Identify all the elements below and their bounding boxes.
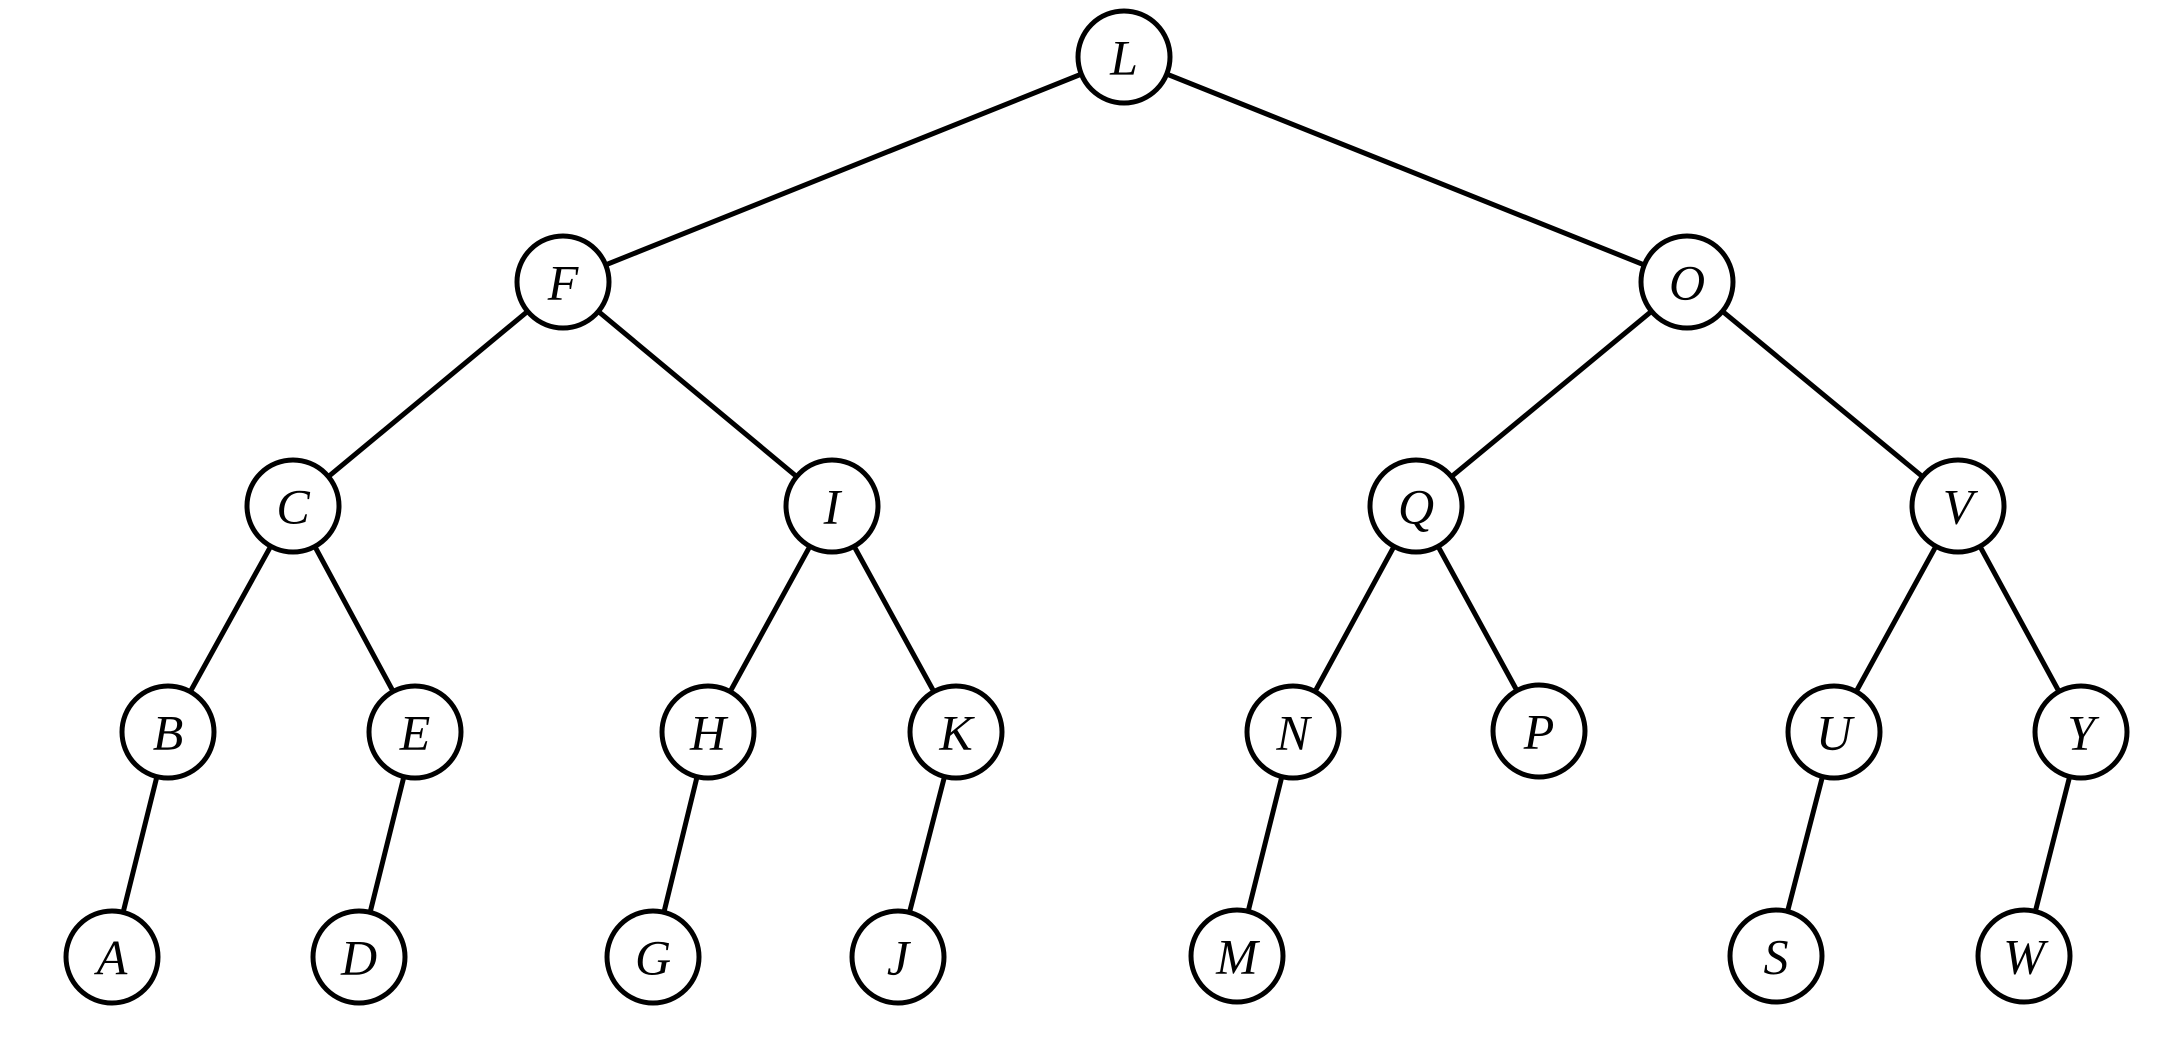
- tree-node-label-O: O: [1669, 255, 1705, 311]
- tree-node-I: I: [783, 457, 881, 555]
- tree-node-circle-K: [907, 683, 1005, 781]
- tree-node-L: L: [1075, 8, 1173, 106]
- tree-edge-O-V: [1684, 279, 1961, 509]
- tree-node-label-J: J: [887, 930, 912, 986]
- tree-node-label-W: W: [2003, 929, 2049, 985]
- tree-node-label-S: S: [1764, 929, 1789, 985]
- tree-node-W: W: [1975, 907, 2073, 1005]
- tree-node-circle-C: [244, 457, 342, 555]
- tree-node-S: S: [1727, 907, 1825, 1005]
- tree-node-label-A: A: [94, 930, 128, 986]
- tree-node-circle-O: [1638, 233, 1736, 331]
- tree-node-circle-V: [1909, 457, 2007, 555]
- tree-node-label-I: I: [823, 479, 843, 535]
- tree-node-U: U: [1785, 683, 1883, 781]
- tree-node-B: B: [119, 683, 217, 781]
- tree-node-N: N: [1244, 683, 1342, 781]
- tree-node-circle-Q: [1367, 457, 1465, 555]
- tree-node-label-G: G: [635, 930, 671, 986]
- tree-node-J: J: [849, 908, 947, 1006]
- tree-node-F: F: [514, 233, 612, 331]
- tree-edge-F-I: [560, 279, 835, 509]
- tree-node-label-M: M: [1215, 929, 1260, 985]
- tree-node-circle-N: [1244, 683, 1342, 781]
- tree-node-P: P: [1490, 682, 1588, 780]
- tree-node-label-B: B: [153, 705, 184, 761]
- tree-node-label-Q: Q: [1398, 479, 1434, 535]
- tree-node-circle-D: [310, 908, 408, 1006]
- tree-node-circle-E: [366, 683, 464, 781]
- tree-node-circle-B: [119, 683, 217, 781]
- tree-node-label-P: P: [1523, 704, 1555, 760]
- tree-node-label-N: N: [1275, 705, 1312, 761]
- tree-node-Q: Q: [1367, 457, 1465, 555]
- tree-node-label-C: C: [276, 479, 310, 535]
- tree-edge-L-O: [1121, 54, 1690, 285]
- tree-node-H: H: [659, 683, 757, 781]
- tree-edge-L-F: [560, 54, 1127, 285]
- tree-node-circle-Y: [2032, 683, 2130, 781]
- tree-node-circle-P: [1490, 682, 1588, 780]
- tree-node-A: A: [63, 908, 161, 1006]
- tree-node-circle-H: [659, 683, 757, 781]
- tree-node-label-V: V: [1943, 479, 1979, 535]
- tree-node-circle-W: [1975, 907, 2073, 1005]
- tree-node-M: M: [1188, 907, 1286, 1005]
- tree-node-label-D: D: [340, 930, 377, 986]
- tree-node-K: K: [907, 683, 1005, 781]
- tree-node-label-Y: Y: [2067, 705, 2100, 761]
- tree-node-circle-F: [514, 233, 612, 331]
- tree-node-label-K: K: [938, 705, 975, 761]
- tree-node-D: D: [310, 908, 408, 1006]
- tree-node-label-L: L: [1109, 30, 1138, 86]
- tree-node-E: E: [366, 683, 464, 781]
- tree-node-circle-U: [1785, 683, 1883, 781]
- tree-node-Y: Y: [2032, 683, 2130, 781]
- tree-edge-O-Q: [1413, 279, 1690, 509]
- tree-node-circle-I: [783, 457, 881, 555]
- tree-node-circle-A: [63, 908, 161, 1006]
- tree-node-label-U: U: [1816, 705, 1855, 761]
- tree-node-label-H: H: [689, 705, 729, 761]
- tree-node-circle-J: [849, 908, 947, 1006]
- tree-edge-F-C: [290, 279, 566, 509]
- tree-node-V: V: [1909, 457, 2007, 555]
- tree-node-circle-L: [1075, 8, 1173, 106]
- tree-node-label-F: F: [547, 255, 579, 311]
- tree-node-circle-S: [1727, 907, 1825, 1005]
- tree-node-circle-G: [604, 908, 702, 1006]
- tree-node-label-E: E: [399, 705, 431, 761]
- tree-node-circle-M: [1188, 907, 1286, 1005]
- tree-node-G: G: [604, 908, 702, 1006]
- tree-node-C: C: [244, 457, 342, 555]
- tree-node-O: O: [1638, 233, 1736, 331]
